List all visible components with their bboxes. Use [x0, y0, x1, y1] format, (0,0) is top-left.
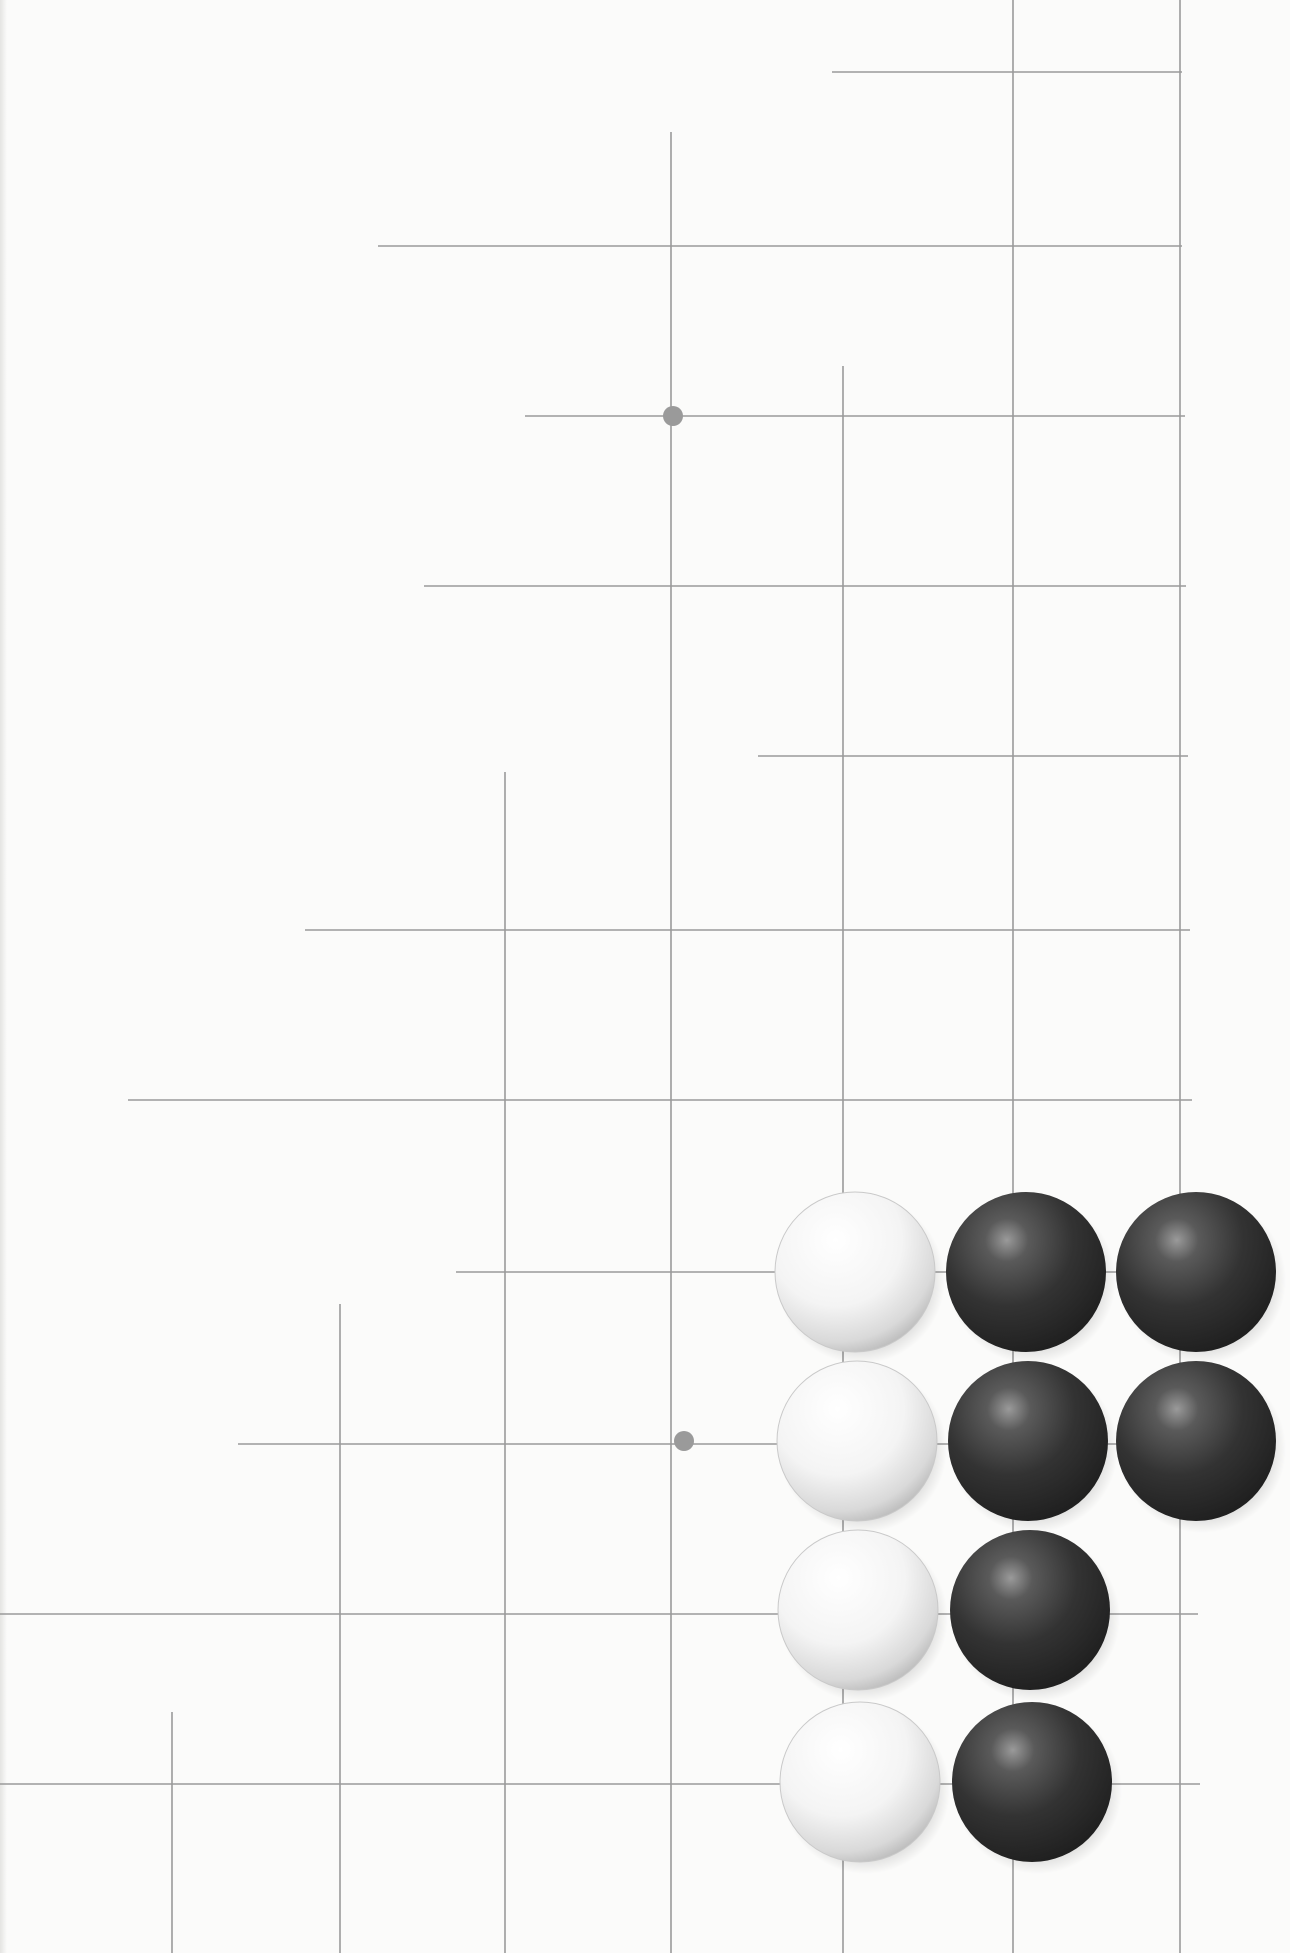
- white-stone: [780, 1702, 940, 1862]
- black-stone: [1116, 1361, 1276, 1521]
- star-point: [674, 1431, 694, 1451]
- black-stone: [948, 1361, 1108, 1521]
- black-stone: [946, 1192, 1106, 1352]
- black-stone: [952, 1702, 1112, 1862]
- white-stone: [777, 1361, 937, 1521]
- star-points: [663, 406, 694, 1451]
- white-stone: [775, 1192, 935, 1352]
- white-stone: [778, 1530, 938, 1690]
- black-stone: [1116, 1192, 1276, 1352]
- star-point: [663, 406, 683, 426]
- stones-layer: [775, 1192, 1286, 1874]
- black-stone: [950, 1530, 1110, 1690]
